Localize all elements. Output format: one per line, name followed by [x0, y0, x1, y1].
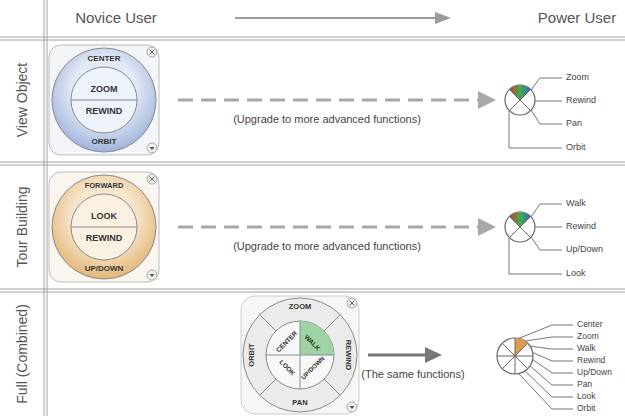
axis-label: Novice User: [75, 10, 157, 27]
function-label: Up/Down: [577, 368, 612, 377]
function-label: Look: [566, 269, 586, 279]
function-label: Center: [577, 320, 603, 329]
row-title: View Object: [14, 63, 30, 137]
upgrade-arrow: [178, 218, 496, 236]
row-title: Full (Combined): [14, 304, 30, 404]
function-label: Rewind: [566, 222, 596, 232]
function-label: Orbit: [577, 404, 595, 413]
wheel-button-label: LOOK: [91, 212, 117, 221]
row-title: Tour Building: [14, 187, 30, 268]
upgrade-arrow: [178, 91, 496, 109]
navigation-wheel: CENTER ZOOM REWIND ORBIT: [48, 44, 160, 156]
wheel-button-label: REWIND: [86, 234, 123, 243]
function-label: Rewind: [566, 96, 596, 106]
function-label: Pan: [566, 119, 582, 129]
wheel-button-label: CENTER: [88, 55, 121, 63]
wheel-button-label: REWIND: [86, 107, 123, 116]
wheel-button-label: ORBIT: [92, 138, 117, 146]
function-label: Walk: [566, 199, 586, 209]
function-label: Zoom: [566, 73, 589, 83]
wheel-button-label: FORWARD: [85, 182, 124, 190]
leader-lines: [509, 78, 573, 409]
row-band: Tour Building FORWARD LOOK REWIND UP/DOWN: [0, 165, 625, 289]
mini-wheel: [497, 338, 533, 374]
navigation-wheel: ZOOMWALKREWINDUP/DOWNPANLOOKORBITCENTER: [240, 295, 360, 415]
row-band: Full (Combined) ZOOMWALKREWINDUP/DOWNPANL…: [0, 292, 625, 416]
wheel-shape: [240, 295, 360, 415]
mini-wheel: [505, 85, 535, 115]
arrow-note: (The same functions): [361, 368, 464, 380]
wheel-button-label: UP/DOWN: [85, 265, 124, 273]
row-band: View Object CENTER ZOOM REWIND ORBIT: [0, 38, 625, 162]
function-label: Look: [577, 392, 595, 401]
wheel-button-label: ORBIT: [248, 343, 256, 366]
wheel-button-label: PAN: [292, 399, 307, 407]
function-label: Rewind: [577, 356, 605, 365]
same-arrow: [368, 347, 442, 363]
wheel-button-label: ZOOM: [91, 85, 118, 94]
arrow-note: (Upgrade to more advanced functions): [233, 240, 421, 252]
wheel-button-label: ZOOM: [289, 303, 312, 311]
navigation-wheel: FORWARD LOOK REWIND UP/DOWN: [48, 171, 160, 283]
function-label: Walk: [577, 344, 596, 353]
function-label: Zoom: [577, 332, 599, 341]
header-arrow: [235, 12, 451, 24]
arrow-note: (Upgrade to more advanced functions): [233, 113, 421, 125]
axis-label: Power User: [538, 10, 616, 27]
function-label: Up/Down: [566, 245, 603, 255]
function-label: Orbit: [566, 143, 586, 153]
wheel-button-label: REWIND: [344, 340, 352, 370]
mini-wheel: [505, 212, 535, 242]
function-label: Pan: [577, 380, 592, 389]
